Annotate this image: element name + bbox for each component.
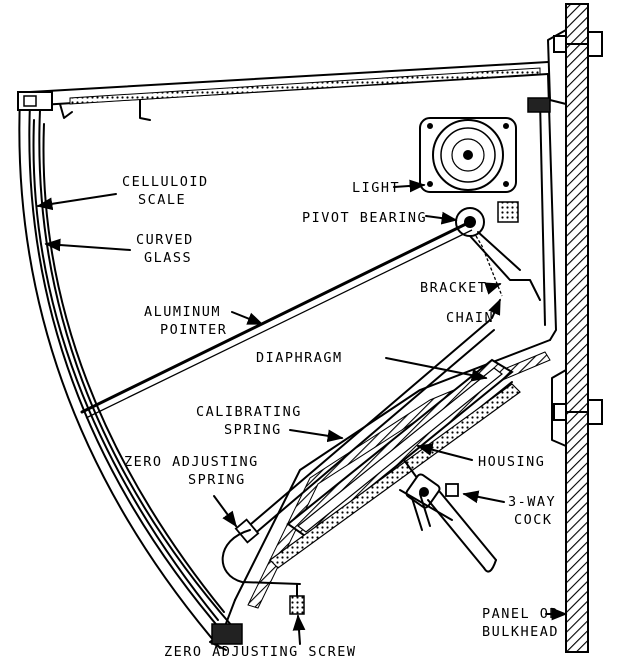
label-celluloid-scale: CELLULOID SCALE	[36, 174, 209, 211]
calibrating-spring	[234, 319, 495, 544]
label-zero-adjusting-spring: ZERO ADJUSTING SPRING	[124, 454, 259, 528]
svg-text:GLASS: GLASS	[144, 250, 192, 266]
label-chain: CHAIN	[446, 298, 501, 326]
label-diaphragm: DIAPHRAGM	[256, 350, 488, 382]
aluminum-pointer	[80, 220, 473, 419]
svg-text:SPRING: SPRING	[224, 422, 282, 438]
svg-text:PANEL OR: PANEL OR	[482, 606, 559, 622]
svg-text:ZERO ADJUSTING SCREW: ZERO ADJUSTING SCREW	[164, 644, 357, 660]
diaphragm	[286, 358, 514, 540]
svg-text:DIAPHRAGM: DIAPHRAGM	[256, 350, 343, 366]
panel-bulkhead	[547, 3, 589, 653]
three-way-cock	[399, 459, 497, 573]
label-zero-adjusting-screw: ZERO ADJUSTING SCREW	[164, 614, 357, 660]
mounting-bolt-bottom	[553, 399, 603, 425]
mounting-bolt-top	[553, 31, 603, 57]
pivot-bearing	[455, 201, 519, 237]
svg-text:HOUSING: HOUSING	[478, 454, 545, 470]
svg-text:COCK: COCK	[514, 512, 553, 528]
svg-text:SCALE: SCALE	[138, 192, 186, 208]
svg-text:ALUMINUM: ALUMINUM	[144, 304, 221, 320]
svg-text:POINTER: POINTER	[160, 322, 227, 338]
chain	[475, 235, 503, 297]
label-bracket: BRACKET	[420, 280, 502, 296]
curved-glass	[42, 123, 225, 613]
svg-text:BULKHEAD: BULKHEAD	[482, 624, 559, 640]
svg-text:ZERO ADJUSTING: ZERO ADJUSTING	[124, 454, 259, 470]
svg-text:SPRING: SPRING	[188, 472, 246, 488]
zero-adjusting-spring	[221, 529, 301, 585]
svg-text:CHAIN: CHAIN	[446, 310, 494, 326]
bracket	[469, 231, 541, 301]
celluloid-scale	[32, 119, 219, 621]
label-housing: HOUSING	[416, 443, 545, 470]
housing	[269, 383, 521, 569]
label-light: LIGHT	[352, 179, 426, 196]
svg-text:CELLULOID: CELLULOID	[122, 174, 209, 190]
svg-text:PIVOT BEARING: PIVOT BEARING	[302, 210, 427, 226]
label-panel-or-bulkhead: PANEL OR BULKHEAD	[482, 606, 568, 640]
svg-text:3-WAY: 3-WAY	[508, 494, 556, 510]
svg-text:CALIBRATING: CALIBRATING	[196, 404, 302, 420]
label-three-way-cock: 3-WAY COCK	[462, 490, 556, 528]
label-curved-glass: CURVED GLASS	[44, 232, 194, 266]
svg-text:BRACKET: BRACKET	[420, 280, 487, 296]
label-aluminum-pointer: ALUMINUM POINTER	[144, 304, 264, 338]
label-pivot-bearing: PIVOT BEARING	[302, 210, 458, 226]
zero-adjusting-screw	[289, 583, 305, 615]
svg-text:LIGHT: LIGHT	[352, 180, 400, 196]
svg-text:CURVED: CURVED	[136, 232, 194, 248]
light-assembly	[419, 117, 517, 193]
label-calibrating-spring: CALIBRATING SPRING	[196, 404, 344, 443]
